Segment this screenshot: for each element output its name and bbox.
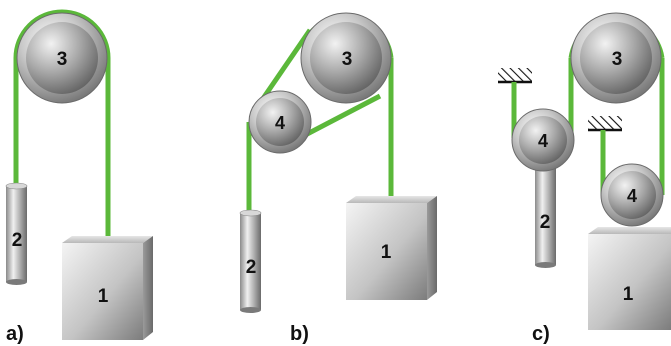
pulley-3: 3 — [570, 12, 662, 104]
pulley-label: 3 — [342, 49, 353, 70]
cylinder-label: 2 — [540, 212, 551, 233]
rope-over-pulley — [13, 9, 111, 59]
panel-label: b) — [290, 323, 309, 345]
pulley-4-movable: 4 — [511, 108, 575, 172]
panel-label: c) — [532, 323, 550, 345]
block-label: 1 — [623, 284, 634, 305]
cylinder-label: 2 — [12, 230, 23, 251]
cylinder-2: 2 — [5, 182, 28, 285]
block-1: 1 — [588, 227, 671, 330]
pulley-label: 4 — [627, 186, 637, 206]
block-1: 1 — [346, 196, 437, 300]
pulley-label: 3 — [57, 49, 68, 70]
cylinder-2: 2 — [535, 160, 556, 268]
block-1: 1 — [62, 236, 153, 340]
panel-b: 3 4 2 1 b) — [239, 12, 437, 345]
cylinder-label: 2 — [246, 257, 257, 278]
pulley-3: 3 — [300, 12, 392, 104]
block-label: 1 — [98, 286, 109, 307]
pulley-label: 4 — [275, 113, 285, 133]
pulley-label: 3 — [612, 49, 623, 70]
pulley-4-on-block: 4 — [600, 163, 664, 227]
cylinder-2: 2 — [239, 209, 262, 313]
pulley-label: 4 — [538, 131, 548, 151]
panel-a: 3 2 1 a) — [5, 9, 153, 345]
pulley-4: 4 — [248, 90, 312, 154]
panel-label: a) — [6, 323, 24, 345]
panel-c: 3 2 4 1 4 c) — [498, 12, 671, 345]
pulley-3: 3 — [16, 12, 108, 104]
block-label: 1 — [381, 242, 392, 263]
